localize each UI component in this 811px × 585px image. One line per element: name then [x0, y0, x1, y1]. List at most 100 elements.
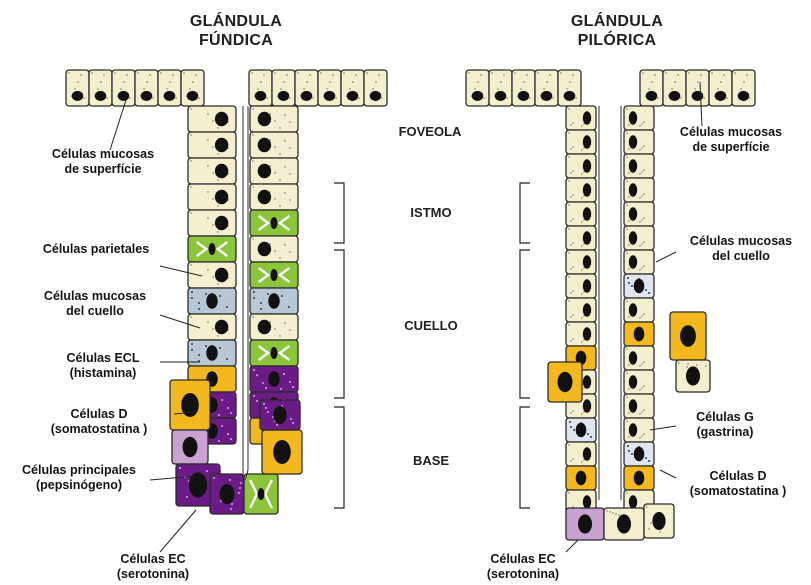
cytoplasm-dot — [100, 81, 101, 82]
mucous-cell — [566, 298, 596, 322]
nucleus — [258, 320, 271, 335]
cytoplasm-dot — [192, 81, 193, 82]
label-fundic-ecl-cells: Células ECL (histamina) — [48, 351, 158, 381]
cytoplasm-dot — [189, 88, 190, 89]
granule — [587, 433, 589, 435]
granule — [627, 277, 629, 279]
cytoplasm-dot — [570, 148, 571, 149]
cytoplasm-dot — [696, 364, 697, 365]
cytoplasm-dot — [688, 72, 689, 73]
cytoplasm-dot — [137, 72, 138, 73]
mucous-cell-body — [624, 202, 654, 226]
cytoplasm-dot — [207, 191, 208, 192]
mucous-cell — [249, 70, 272, 106]
mucous-cell — [341, 70, 364, 106]
cytoplasm-dot — [169, 81, 170, 82]
fundic-gland-title: GLÁNDULA FÚNDICA — [180, 12, 292, 50]
cytoplasm-dot — [740, 88, 741, 89]
cytoplasm-dot — [628, 196, 629, 197]
granule — [230, 508, 232, 510]
mucous-cell-body — [624, 106, 654, 130]
nucleus — [646, 91, 658, 101]
cytoplasm-dot — [723, 74, 724, 75]
mucous-cell — [181, 70, 204, 106]
cytoplasm-dot — [252, 238, 253, 239]
granule — [569, 421, 571, 423]
cytoplasm-dot — [375, 81, 376, 82]
cytoplasm-dot — [643, 433, 644, 434]
nucleus — [273, 406, 286, 424]
title-line: GLÁNDULA — [180, 12, 292, 31]
cytoplasm-dot — [309, 74, 310, 75]
cytoplasm-dot — [543, 88, 544, 89]
nucleus — [583, 231, 591, 244]
cytoplasm-dot — [743, 81, 744, 82]
label-line: (serotonina) — [468, 567, 578, 582]
mucous-cell-body — [188, 158, 236, 184]
cytoplasm-dot — [217, 179, 218, 180]
cytoplasm-dot — [352, 81, 353, 82]
nucleus — [258, 164, 271, 179]
cytoplasm-dot — [480, 74, 481, 75]
nucleus — [738, 91, 750, 101]
nucleus — [583, 255, 591, 268]
cytoplasm-dot — [612, 512, 613, 513]
cytoplasm-dot — [312, 97, 313, 98]
cytoplasm-dot — [500, 81, 501, 82]
nucleus — [583, 111, 591, 124]
nucleus — [215, 112, 228, 127]
cytoplasm-dot — [583, 195, 584, 196]
zone-base: BASE — [400, 453, 462, 468]
mucous-cell — [250, 106, 298, 132]
granule — [256, 400, 258, 402]
mucous-cell-body — [624, 370, 654, 394]
nucleus — [629, 231, 637, 244]
mucous-cell-body — [188, 106, 236, 132]
cytoplasm-dot — [252, 108, 253, 109]
nucleus — [583, 327, 591, 340]
label-line: (histamina) — [48, 366, 158, 381]
mucous-cell-body — [250, 236, 298, 262]
granule — [191, 291, 193, 293]
cytoplasm-dot — [628, 268, 629, 269]
nucleus — [215, 190, 228, 205]
nucleus — [206, 293, 217, 309]
mucous-cell-body — [250, 132, 298, 158]
cytoplasm-dot — [190, 186, 191, 187]
cytoplasm-dot — [626, 132, 627, 133]
cytoplasm-dot — [289, 147, 290, 148]
nucleus — [680, 325, 696, 347]
cytoplasm-dot — [355, 74, 356, 75]
cytoplasm-dot — [626, 372, 627, 373]
cytoplasm-dot — [581, 245, 582, 246]
cytoplasm-dot — [581, 341, 582, 342]
mucous-cell-body — [250, 314, 298, 340]
cytoplasm-dot — [674, 81, 675, 82]
cytoplasm-dot — [491, 72, 492, 73]
granule — [262, 382, 264, 384]
nucleus — [258, 190, 271, 205]
cytoplasm-dot — [606, 510, 607, 511]
cytoplasm-dot — [83, 97, 84, 98]
nucleus — [268, 371, 279, 387]
cytoplasm-dot — [628, 388, 629, 389]
g-cell — [566, 418, 596, 442]
cytoplasm-dot — [700, 74, 701, 75]
cytoplasm-dot — [639, 389, 640, 390]
cytoplasm-dot — [581, 197, 582, 198]
mucous-cell — [566, 322, 596, 346]
nucleus — [215, 164, 228, 179]
label-line: Células D — [26, 407, 172, 422]
cytoplasm-dot — [626, 492, 627, 493]
cytoplasm-dot — [280, 88, 281, 89]
d-cell — [170, 380, 210, 430]
chief-cell — [260, 400, 300, 430]
cytoplasm-dot — [497, 88, 498, 89]
cytoplasm-dot — [648, 88, 649, 89]
label-line: Células mucosas — [664, 125, 798, 140]
cytoplasm-dot — [212, 172, 213, 173]
cytoplasm-dot — [326, 88, 327, 89]
ecl-cell — [250, 288, 298, 314]
cytoplasm-dot — [207, 217, 208, 218]
cytoplasm-dot — [583, 459, 584, 460]
